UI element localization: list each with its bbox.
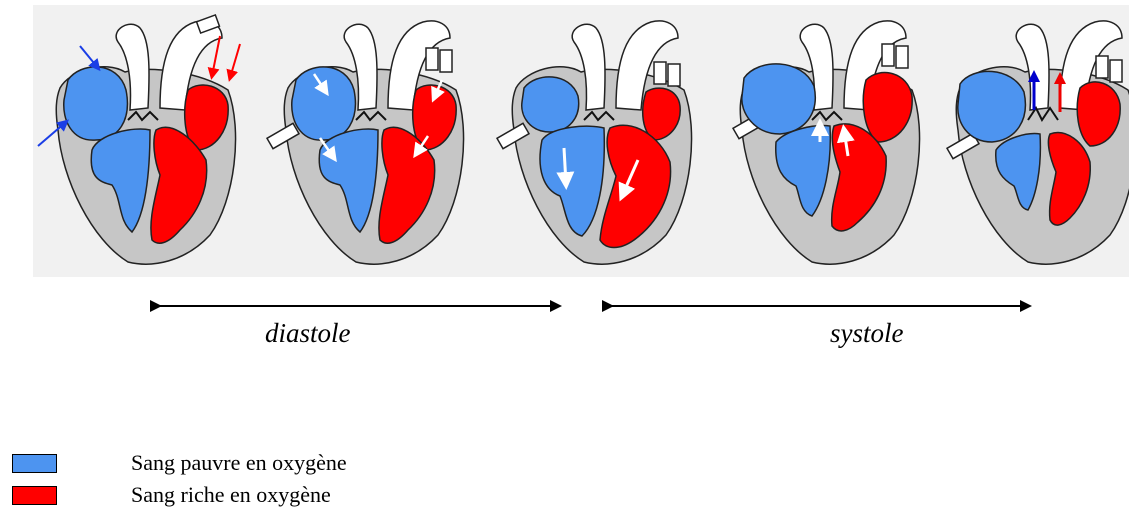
- systole-label: systole: [830, 318, 904, 349]
- heart-stage-3: [497, 21, 692, 264]
- heart-stage-5: [947, 21, 1129, 264]
- diastole-label: diastole: [265, 318, 351, 349]
- legend-swatch-oxygen-rich: [12, 486, 57, 505]
- heart-stage-4: [733, 21, 920, 264]
- legend-label-oxygen-rich: Sang riche en oxygène: [131, 482, 331, 508]
- legend-swatch-oxygen-poor: [12, 454, 57, 473]
- legend-label-oxygen-poor: Sang pauvre en oxygène: [131, 450, 347, 476]
- right-atrium: [64, 67, 128, 140]
- heart-stage-1: [38, 15, 240, 264]
- heart-stage-2: [267, 21, 464, 264]
